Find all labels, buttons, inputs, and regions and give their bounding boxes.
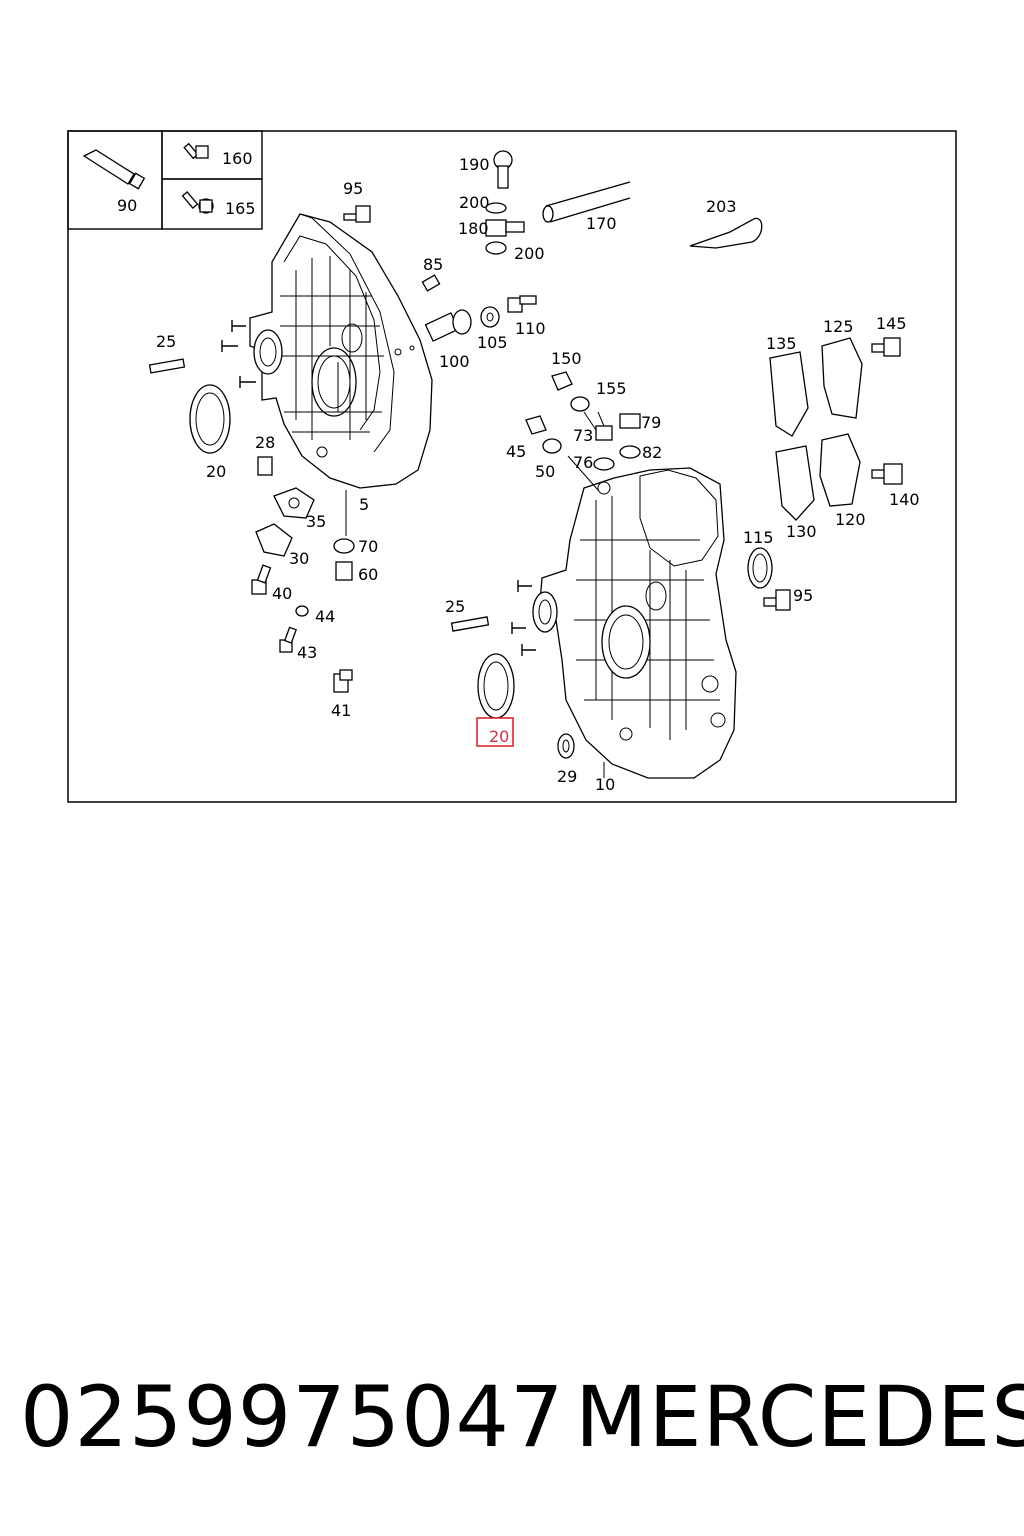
callout-30: 30 xyxy=(289,549,309,568)
callout-45: 45 xyxy=(506,442,526,461)
housing-cover-left xyxy=(221,213,433,536)
legend-label-160: 160 xyxy=(222,149,253,168)
callout-25: 25 xyxy=(445,597,465,616)
callout-20: 20 xyxy=(206,462,226,481)
highlight-box xyxy=(476,717,514,747)
callout-203: 203 xyxy=(706,197,737,216)
callout-135: 135 xyxy=(766,334,797,353)
callout-150: 150 xyxy=(551,349,582,368)
callout-73: 73 xyxy=(573,426,593,445)
callouts: 95 190 200 180 200 170 203 85 100 105 11… xyxy=(156,155,920,794)
callout-76: 76 xyxy=(573,453,593,472)
callout-100: 100 xyxy=(439,352,470,371)
callout-28: 28 xyxy=(255,433,275,452)
callout-82: 82 xyxy=(642,443,662,462)
callout-125: 125 xyxy=(823,317,854,336)
callout-41: 41 xyxy=(331,701,351,720)
callout-200: 200 xyxy=(459,193,490,212)
housing-right xyxy=(511,467,737,779)
callout-180: 180 xyxy=(458,219,489,238)
callout-5: 5 xyxy=(359,495,369,514)
legend-table: 90 160 165 xyxy=(67,130,263,230)
callout-43: 43 xyxy=(297,643,317,662)
callout-35: 35 xyxy=(306,512,326,531)
callout-155: 155 xyxy=(596,379,627,398)
callout-70: 70 xyxy=(358,537,378,556)
callout-115: 115 xyxy=(743,528,774,547)
callout-95: 95 xyxy=(343,179,363,198)
callout-20-highlighted: 20 xyxy=(489,727,509,746)
bolt-160-icon xyxy=(183,142,209,160)
callout-25: 25 xyxy=(156,332,176,351)
brand-name: MERCEDES xyxy=(575,1368,1024,1466)
sealant-tube-icon xyxy=(82,149,146,190)
legend-label-165: 165 xyxy=(225,199,256,218)
callout-105: 105 xyxy=(477,333,508,352)
bolt-165-icon xyxy=(181,191,214,214)
callout-79: 79 xyxy=(641,413,661,432)
callout-29: 29 xyxy=(557,767,577,786)
footer: 0259975047 MERCEDES xyxy=(0,1362,1024,1472)
legend-label-90: 90 xyxy=(117,196,137,215)
callout-190: 190 xyxy=(459,155,490,174)
part-number: 0259975047 xyxy=(20,1368,565,1466)
callout-170: 170 xyxy=(586,214,617,233)
callout-60: 60 xyxy=(358,565,378,584)
callout-200: 200 xyxy=(514,244,545,263)
leader-lines xyxy=(567,411,605,491)
callout-120: 120 xyxy=(835,510,866,529)
callout-40: 40 xyxy=(272,584,292,603)
callout-140: 140 xyxy=(889,490,920,509)
callout-145: 145 xyxy=(876,314,907,333)
callout-95: 95 xyxy=(793,586,813,605)
callout-110: 110 xyxy=(515,319,546,338)
callout-50: 50 xyxy=(535,462,555,481)
callout-44: 44 xyxy=(315,607,335,626)
callout-130: 130 xyxy=(786,522,817,541)
callout-10: 10 xyxy=(595,775,615,794)
callout-85: 85 xyxy=(423,255,443,274)
small-parts xyxy=(148,150,903,759)
